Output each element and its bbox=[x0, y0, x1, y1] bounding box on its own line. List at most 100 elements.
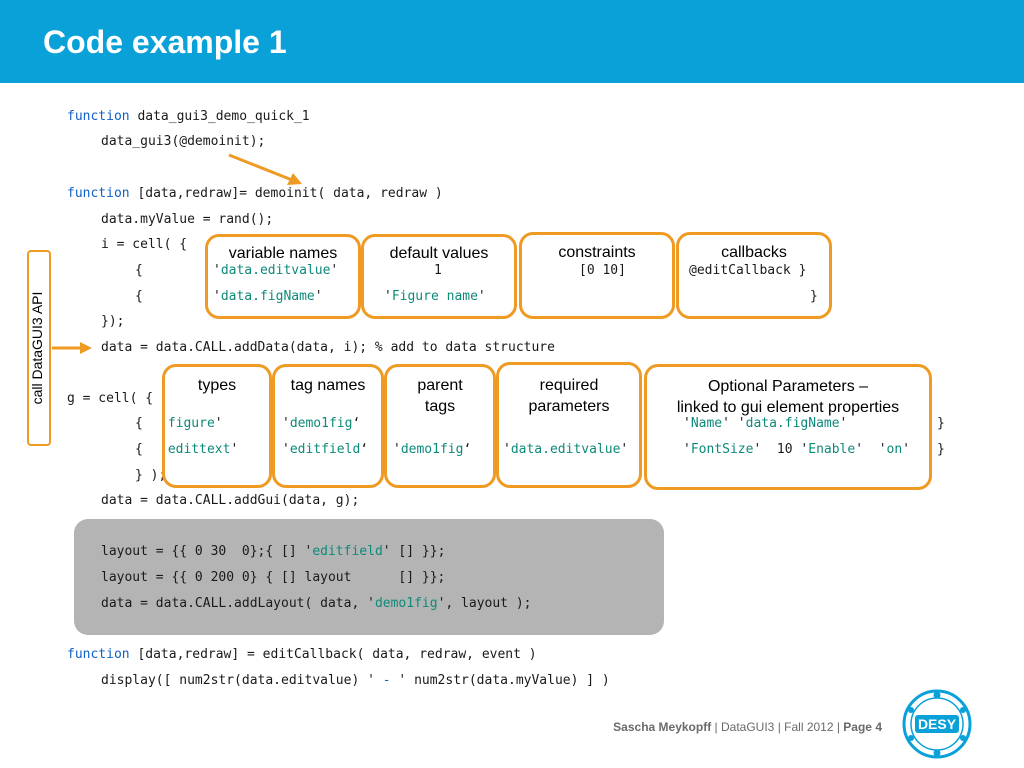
quote: ' bbox=[839, 416, 848, 431]
quote: ' bbox=[214, 416, 223, 431]
string: data.figName bbox=[220, 289, 315, 304]
string: editfield bbox=[312, 544, 383, 559]
code-line: data_gui3(@demoinit); bbox=[101, 134, 266, 149]
quote: ‘ bbox=[352, 416, 361, 431]
code-text: { bbox=[135, 263, 143, 278]
string: figure bbox=[167, 416, 215, 431]
arrow-to-adddata-icon bbox=[52, 342, 92, 354]
logo-text: DESY bbox=[918, 716, 957, 732]
code-line: function [data,redraw] = editCallback( d… bbox=[67, 647, 537, 663]
keyword: function bbox=[67, 647, 130, 662]
code-line: function data_gui3_demo_quick_1 bbox=[67, 109, 310, 125]
quote: ' bbox=[282, 416, 290, 431]
annotation-box-parent-tags bbox=[384, 364, 496, 488]
code-line: 'editfield‘ bbox=[282, 442, 368, 458]
code-line: function [data,redraw]= demoinit( data, … bbox=[67, 186, 443, 202]
annotation-label: variable names bbox=[228, 245, 338, 262]
code-text: { bbox=[135, 416, 143, 431]
slide-title: Code example 1 bbox=[43, 24, 287, 60]
quote: ' bbox=[683, 416, 691, 431]
annotation-box-constraints bbox=[519, 232, 675, 319]
arrow-to-demoinit-icon bbox=[228, 153, 302, 185]
title-bar bbox=[0, 0, 1024, 83]
code-text: [0 10] bbox=[579, 263, 626, 278]
api-callout-box bbox=[27, 250, 51, 446]
code-line: 'data.figName' bbox=[213, 289, 323, 305]
annotation-label: parameters bbox=[528, 398, 610, 415]
quote: ‘ bbox=[463, 442, 472, 457]
string: demo1fig bbox=[374, 596, 438, 611]
code-text: } bbox=[937, 416, 945, 431]
code-line: 'Figure name' bbox=[384, 289, 486, 305]
quote: ' ' bbox=[722, 416, 746, 431]
code-text: ', layout ); bbox=[437, 596, 532, 611]
code-text: @editCallback } bbox=[689, 263, 807, 278]
quote: ' bbox=[230, 442, 239, 457]
annotation-label: Optional Parameters – bbox=[707, 378, 869, 395]
code-line: 'FontSize' 10 'Enable' 'on' bbox=[683, 442, 910, 458]
code-text: data = data.CALL.addLayout( data, ' bbox=[101, 596, 375, 611]
annotation-box-types bbox=[162, 364, 272, 488]
code-line: layout = {{ 0 30 0};{ [] 'editfield' [] … bbox=[101, 544, 445, 560]
string: demo1fig bbox=[289, 416, 353, 431]
code-text: layout = {{ 0 30 0};{ [] ' bbox=[101, 544, 313, 559]
code-line: }); bbox=[101, 314, 125, 329]
code-line: i = cell( { bbox=[101, 237, 188, 252]
code-line: data = data.CALL.addData(data, i); % add… bbox=[101, 340, 555, 355]
annotation-box-variable-names bbox=[205, 234, 361, 319]
quote: ' bbox=[902, 442, 911, 457]
string: demo1fig bbox=[400, 442, 464, 457]
code-text: [data,redraw]= demoinit( data, redraw ) bbox=[129, 186, 443, 201]
footer-author: Sascha Meykopff bbox=[613, 720, 712, 734]
code-text: ' [] }}; bbox=[382, 544, 446, 559]
string: Name bbox=[690, 416, 723, 431]
keyword: function bbox=[67, 109, 130, 124]
code-text: { bbox=[135, 442, 143, 457]
api-callout-label: call DataGUI3 API bbox=[29, 292, 49, 405]
string: FontSize bbox=[690, 442, 754, 457]
quote: ' bbox=[503, 442, 511, 457]
code-text: { bbox=[135, 289, 143, 304]
string: Figure name bbox=[391, 289, 478, 304]
annotation-label: required bbox=[539, 377, 599, 394]
annotation-box-required-parameters bbox=[496, 362, 642, 488]
annotation-box-tag-names bbox=[272, 364, 384, 488]
quote: ' bbox=[620, 442, 629, 457]
code-text: ' num2str(data.myValue) ] ) bbox=[390, 673, 610, 688]
code-line: 'data.editvalue' bbox=[213, 263, 338, 279]
annotation-label: callbacks bbox=[721, 244, 787, 261]
code-line: data = data.CALL.addLayout( data, 'demo1… bbox=[101, 596, 531, 612]
code-text: } bbox=[810, 289, 818, 304]
code-line: 'demo1fig‘ bbox=[393, 442, 471, 458]
quote: ' bbox=[213, 263, 221, 278]
footer-info: | DataGUI3 | Fall 2012 | bbox=[711, 720, 844, 734]
annotation-label: constraints bbox=[558, 244, 636, 261]
quote: ' ' bbox=[855, 442, 887, 457]
annotation-label: tags bbox=[424, 398, 456, 415]
quote: ' bbox=[314, 289, 323, 304]
code-text: display([ num2str(data.editvalue) ' bbox=[101, 673, 383, 688]
code-text: - bbox=[382, 673, 391, 688]
annotation-label: types bbox=[197, 377, 237, 394]
annotation-box-default-values bbox=[361, 234, 517, 319]
quote: ' 10 ' bbox=[753, 442, 809, 457]
code-line: data.myValue = rand(); bbox=[101, 212, 274, 227]
string: editfield bbox=[289, 442, 361, 457]
layout-code-highlight bbox=[74, 519, 664, 635]
api-callout-text: call DataGUI3 API bbox=[29, 291, 45, 405]
quote: ' bbox=[213, 289, 221, 304]
string: data.figName bbox=[745, 416, 840, 431]
code-text: } bbox=[937, 442, 945, 457]
footer: Sascha Meykopff | DataGUI3 | Fall 2012 |… bbox=[613, 720, 882, 734]
quote: ' bbox=[384, 289, 392, 304]
code-line: layout = {{ 0 200 0} { [] layout [] }}; bbox=[101, 570, 446, 585]
quote: ' bbox=[683, 442, 691, 457]
page-number: Page 4 bbox=[843, 720, 882, 734]
string: data.editvalue bbox=[510, 442, 621, 457]
quote: ' bbox=[330, 263, 339, 278]
quote: ' bbox=[282, 442, 290, 457]
annotation-label: linked to gui element properties bbox=[676, 399, 900, 416]
annotation-box-optional-parameters bbox=[644, 364, 932, 490]
annotation-label: tag names bbox=[290, 377, 366, 394]
